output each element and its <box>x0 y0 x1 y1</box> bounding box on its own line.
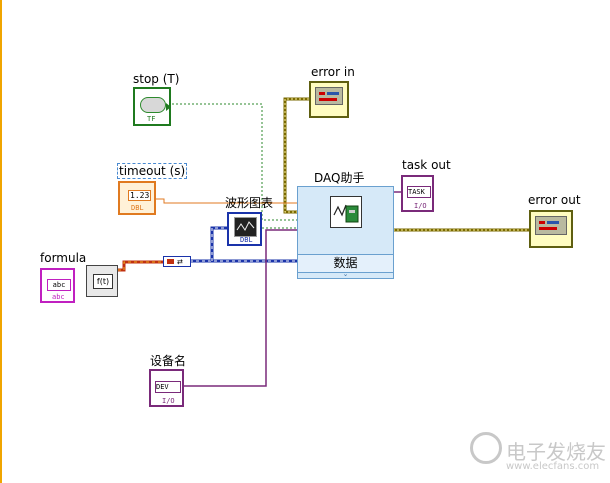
waveform-chart-terminal[interactable]: DBL <box>227 212 262 246</box>
formula-node[interactable]: f(t) <box>86 265 118 297</box>
error-in-label: error in <box>311 65 355 79</box>
daq-data-output[interactable]: 数据 <box>298 254 393 273</box>
stop-label: stop (T) <box>133 72 180 86</box>
watermark-text: 电子发烧友 <box>506 440 606 464</box>
formula-type: abc <box>52 293 65 301</box>
task-out-type: I/O <box>414 202 427 210</box>
stop-type: TF <box>147 115 156 123</box>
timeout-type: DBL <box>131 204 144 212</box>
watermark-url: www.elecfans.com <box>506 461 600 472</box>
task-out-value: TASK <box>407 186 431 198</box>
device-value: DEV <box>155 381 181 393</box>
error-out-label: error out <box>528 193 581 207</box>
error-out-cluster-icon <box>535 216 567 235</box>
daq-assistant-icon <box>330 196 362 228</box>
stop-output-arrow <box>166 103 171 111</box>
timeout-wire <box>156 198 298 204</box>
daq-label: DAQ助手 <box>314 171 365 185</box>
signal-wire-graph <box>210 226 227 261</box>
error-in-terminal[interactable] <box>309 81 349 118</box>
formula-value: abc <box>47 279 71 291</box>
formula-label: formula <box>40 251 87 265</box>
convert-icon <box>167 259 174 264</box>
watermark-logo-icon <box>470 432 502 464</box>
daq-assistant-node[interactable]: 数据 ⌄ <box>297 186 394 279</box>
device-label: 设备名 <box>150 354 187 368</box>
error-cluster-icon <box>315 87 343 105</box>
formula-terminal[interactable]: abc abc <box>40 268 75 303</box>
timeout-value: 1.23 <box>128 190 152 201</box>
device-terminal[interactable]: DEV I/O <box>149 369 184 407</box>
formula-node-icon: f(t) <box>93 274 113 289</box>
stop-wire <box>172 103 298 221</box>
device-type: I/O <box>162 397 175 405</box>
task-out-terminal[interactable]: TASK I/O <box>401 175 434 212</box>
device-wire <box>184 229 298 387</box>
error-out-terminal[interactable] <box>529 210 573 248</box>
formula-data-wire <box>118 260 165 272</box>
stop-button-icon <box>140 97 166 113</box>
graph-label: 波形图表 <box>225 196 274 210</box>
convert-dynamic-data-node[interactable]: ⇄ <box>163 256 191 267</box>
daq-expand-icon[interactable]: ⌄ <box>342 270 349 278</box>
waveform-chart-icon <box>234 217 257 237</box>
left-border <box>0 0 2 483</box>
stop-terminal[interactable]: TF <box>133 87 171 126</box>
task-out-label: task out <box>402 158 451 172</box>
timeout-terminal[interactable]: 1.23 DBL <box>118 181 156 215</box>
timeout-label: timeout (s) <box>117 163 188 179</box>
